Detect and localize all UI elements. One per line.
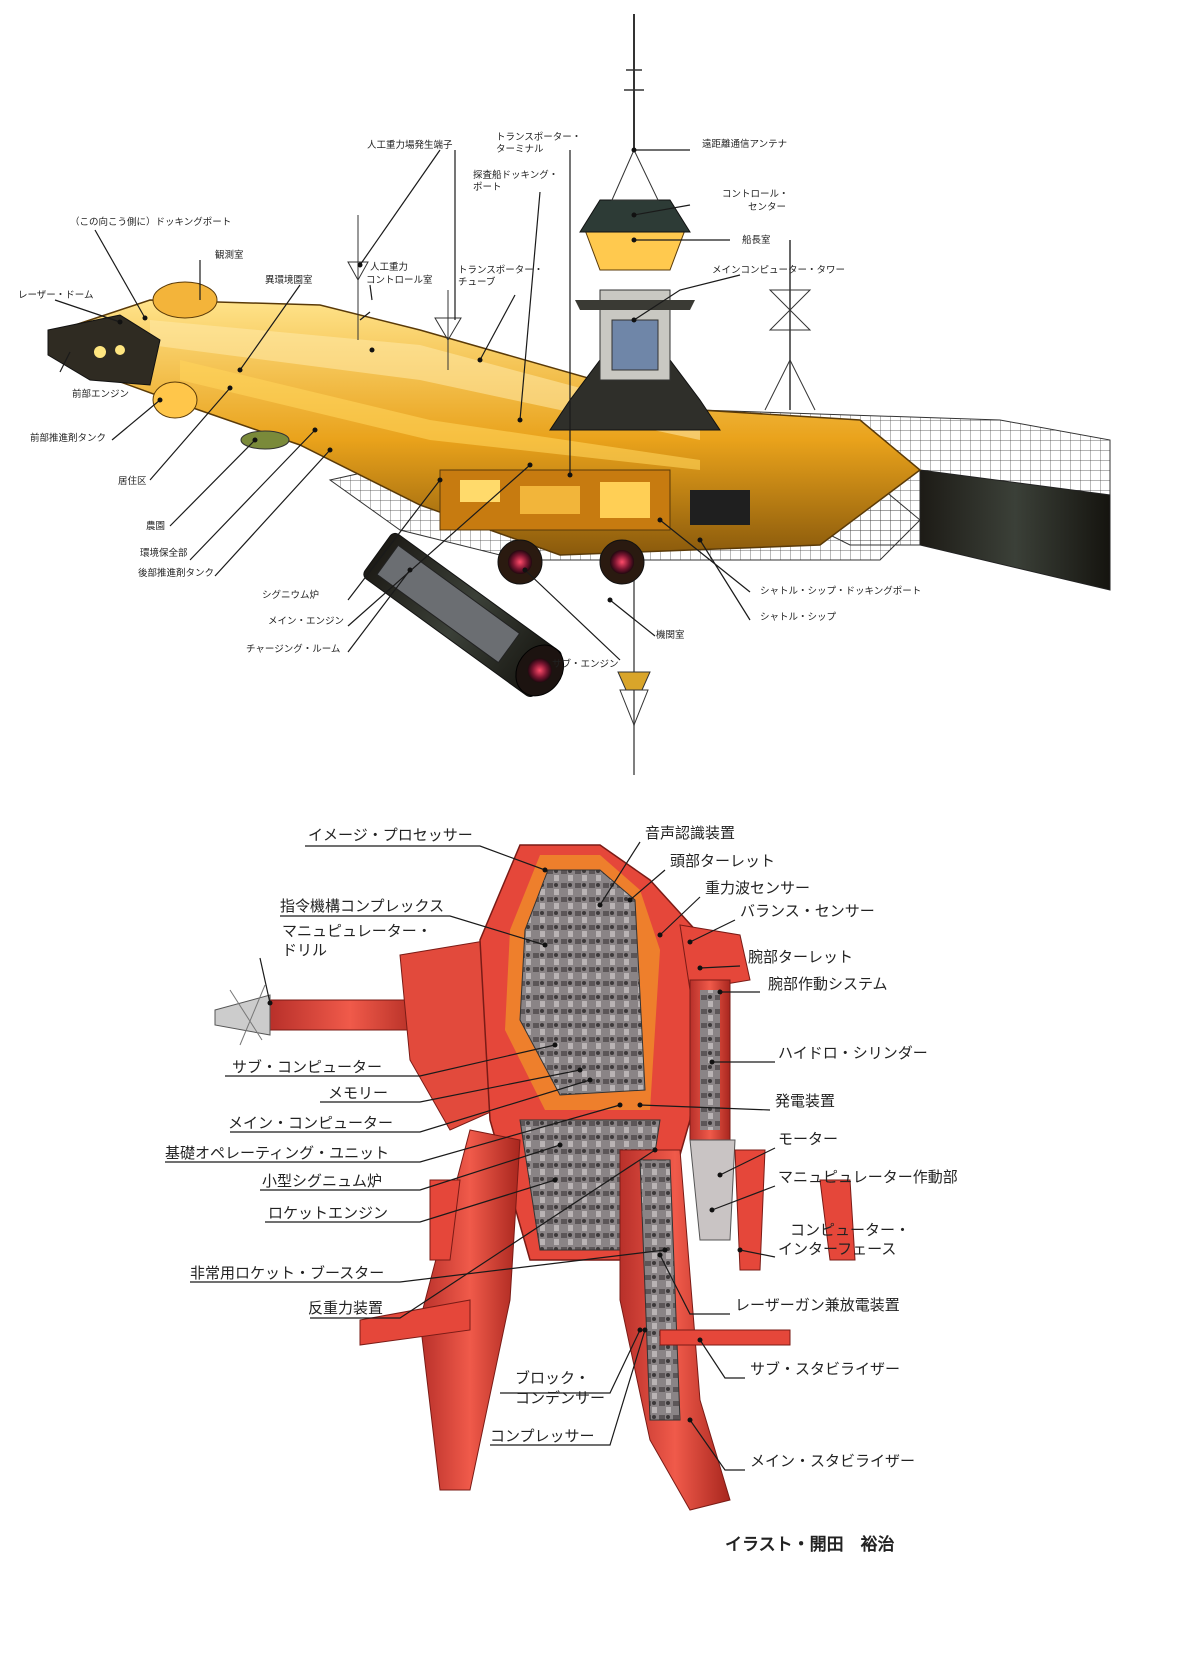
label-engine-room: 機関室 — [656, 629, 685, 641]
label-observation-room: 観測室 — [215, 249, 244, 261]
label-captain-room: 船長室 — [742, 234, 771, 246]
label-manipulator-drill-1: マニュピュレーター・ — [282, 922, 432, 940]
label-main-engine: メイン・エンジン — [268, 616, 344, 627]
robot-labels: イメージ・プロセッサー 音声認識装置 頭部ターレット 重力波センサー 指令機構コ… — [165, 824, 958, 1470]
label-transporter-tube-2: チューブ — [458, 276, 496, 288]
label-voice-recognition: 音声認識装置 — [645, 824, 735, 842]
label-shuttle-docking-port: シャトル・シップ・ドッキングポート — [760, 585, 921, 597]
label-gravity-wave-sensor: 重力波センサー — [705, 879, 810, 897]
label-arm-actuation-system: 腕部作動システム — [768, 975, 888, 993]
label-transporter-tube-1: トランスポーター・ — [458, 265, 543, 276]
label-hydro-cylinder: ハイドロ・シリンダー — [778, 1044, 928, 1062]
label-control-center-1: コントロール・ — [722, 189, 789, 200]
label-computer-interface-1: コンピューター・ — [790, 1221, 910, 1239]
label-gravity-control-2: コントロール室 — [366, 274, 433, 286]
label-forward-engine: 前部エンジン — [72, 388, 129, 400]
label-environment-maintenance: 環境保全部 — [140, 547, 188, 559]
label-laser-gun-discharger: レーザーガン兼放電装置 — [735, 1296, 900, 1314]
label-balance-sensor: バランス・センサー — [740, 902, 875, 920]
label-shuttle-ship: シャトル・シップ — [760, 612, 837, 623]
robot-leader-dots — [267, 867, 743, 1423]
label-laser-dome: レーザー・ドーム — [18, 290, 94, 301]
label-block-condenser-1: ブロック・ — [515, 1369, 590, 1387]
label-rear-propellant-tank: 後部推進剤タンク — [138, 567, 214, 579]
label-rocket-engine: ロケットエンジン — [268, 1204, 388, 1222]
label-sub-computer: サブ・コンピューター — [232, 1058, 382, 1076]
label-alien-env-garden: 異環境園室 — [265, 274, 313, 286]
label-signium-reactor: シグニウム炉 — [262, 589, 319, 601]
label-living-quarters: 居住区 — [118, 475, 147, 487]
label-main-stabilizer: メイン・スタビライザー — [750, 1452, 915, 1470]
label-block-condenser-2: コンデンサー — [515, 1389, 605, 1407]
label-main-computer: メイン・コンピューター — [228, 1114, 393, 1132]
label-main-computer-tower: メインコンピューター・タワー — [712, 265, 845, 276]
robot-leader-lines — [165, 841, 776, 1471]
label-charging-room: チャージング・ルーム — [246, 643, 340, 655]
label-memory: メモリー — [328, 1084, 388, 1102]
label-basic-operating-unit: 基礎オペレーティング・ユニット — [165, 1144, 389, 1162]
ship-leader-dots — [117, 147, 703, 603]
label-probe-docking-1: 探査船ドッキング・ — [473, 169, 558, 181]
illustration-credit: イラスト・開田 裕治 — [725, 1534, 895, 1555]
label-command-complex: 指令機構コンプレックス — [280, 897, 444, 915]
label-gravity-generator: 人工重力場発生端子 — [367, 139, 453, 151]
label-image-processor: イメージ・プロセッサー — [308, 826, 473, 844]
label-probe-docking-2: ポート — [473, 182, 502, 193]
label-docking-port-beyond: （この向こう側に）ドッキングポート — [70, 216, 231, 228]
label-emergency-rocket-booster: 非常用ロケット・ブースター — [190, 1264, 384, 1282]
label-transporter-terminal-1: トランスポーター・ — [496, 132, 581, 143]
label-sub-stabilizer: サブ・スタビライザー — [750, 1360, 900, 1378]
label-forward-propellant-tank: 前部推進剤タンク — [30, 432, 106, 444]
label-farm: 農園 — [146, 520, 165, 532]
ship-leader-lines — [54, 149, 751, 661]
label-control-center-2: センター — [748, 202, 786, 213]
spaceship-cutaway-illustration — [47, 14, 1111, 775]
label-arm-turret: 腕部ターレット — [748, 948, 853, 966]
label-manipulator-actuator: マニュピュレーター作動部 — [778, 1168, 958, 1186]
label-head-turret: 頭部ターレット — [670, 852, 775, 870]
label-compressor: コンプレッサー — [490, 1427, 595, 1445]
robot-cutaway-illustration — [214, 844, 856, 1511]
label-motor: モーター — [778, 1130, 838, 1148]
label-anti-gravity-device: 反重力装置 — [308, 1299, 383, 1317]
label-compact-signium-reactor: 小型シグニュム炉 — [262, 1172, 382, 1190]
label-manipulator-drill-2: ドリル — [282, 941, 327, 959]
label-sub-engine: サブ・エンジン — [552, 658, 619, 670]
label-transporter-terminal-2: ターミナル — [496, 144, 544, 155]
ship-labels: 遠距離通信アンテナ コントロール・ センター 船長室 メインコンピューター・タワ… — [18, 132, 921, 670]
label-gravity-control-1: 人工重力 — [370, 261, 408, 273]
label-power-generator: 発電装置 — [775, 1092, 835, 1110]
label-long-range-antenna: 遠距離通信アンテナ — [702, 138, 787, 150]
label-computer-interface-2: インターフェース — [778, 1240, 896, 1258]
